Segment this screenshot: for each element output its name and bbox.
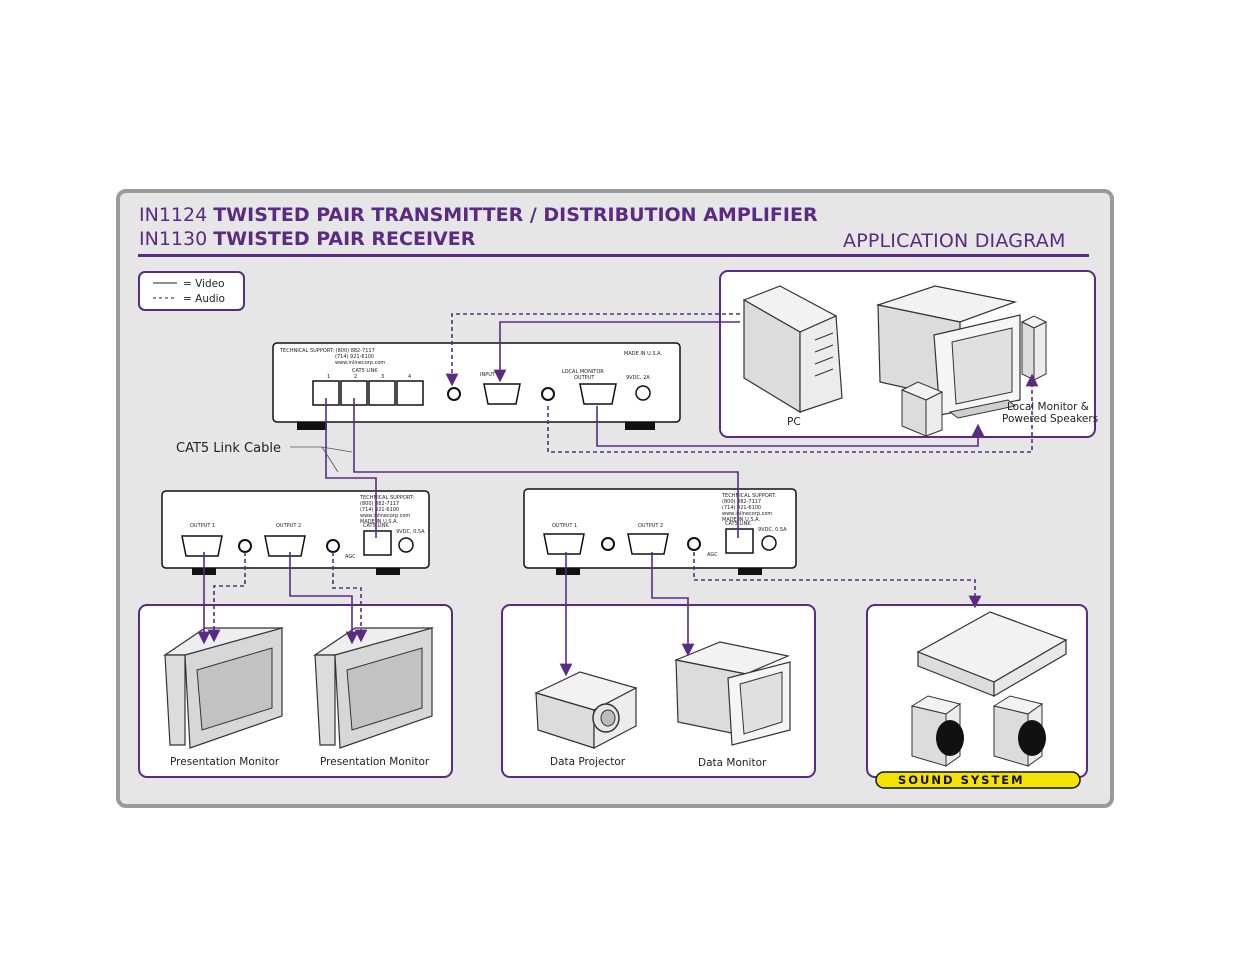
- rxb-audio-out-1[interactable]: [601, 537, 615, 551]
- local-monitor: [875, 285, 1021, 419]
- presentation-monitor-a-label: Presentation Monitor: [170, 756, 280, 768]
- rxa-audio-out-1[interactable]: [238, 539, 252, 553]
- tx-audio-out-jack[interactable]: [541, 387, 555, 401]
- rxb-support-1: TECHNICAL SUPPORT:: [721, 493, 776, 499]
- transmitter-unit: TECHNICAL SUPPORT: (800) 882-7117 (714) …: [272, 342, 681, 430]
- tx-power-label: 9VDC, 2A: [626, 375, 650, 381]
- tx-output-label: OUTPUT: [574, 375, 595, 381]
- tx-support-2: (714) 921-6100: [335, 354, 374, 360]
- tx-vga-output[interactable]: [579, 383, 617, 405]
- rxb-support-3: (714) 921-6100: [722, 505, 761, 511]
- title-line-1: IN1124 TWISTED PAIR TRANSMITTER / DISTRI…: [139, 204, 818, 226]
- tx-audio-in-jack[interactable]: [447, 387, 461, 401]
- pc-label: PC: [787, 416, 801, 428]
- sound-system-speaker-left: [910, 695, 964, 767]
- title-name-2: TWISTED PAIR RECEIVER: [213, 228, 476, 250]
- rxb-cat5-port[interactable]: [725, 528, 754, 554]
- sound-system-badge: [875, 771, 1081, 789]
- rxa-output2-label: OUTPUT 2: [276, 523, 301, 529]
- title-model-1: IN1124: [139, 204, 208, 226]
- rxb-power-label: 9VDC, 0.5A: [758, 527, 787, 533]
- rxa-audio-out-2[interactable]: [326, 539, 340, 553]
- tx-support-1: TECHNICAL SUPPORT: (800) 882-7117: [279, 348, 375, 354]
- cat5-cable-to-receiver-b: [353, 398, 739, 538]
- cat5-leader-1: [321, 446, 339, 473]
- video-rxb-out2: [651, 552, 695, 657]
- sound-system-label: SOUND SYSTEM: [898, 773, 1025, 787]
- rxb-support-2: (800) 882-7117: [722, 499, 761, 505]
- tx-power-jack[interactable]: [635, 385, 651, 401]
- tx-vga-input[interactable]: [483, 383, 521, 405]
- rxa-support-1: TECHNICAL SUPPORT:: [359, 495, 414, 501]
- data-projector-label: Data Projector: [550, 756, 626, 768]
- data-monitor-label: Data Monitor: [698, 757, 767, 769]
- presentation-monitor-a: [163, 627, 284, 749]
- data-projector: [534, 671, 638, 749]
- audio-rxa-out1: [207, 552, 246, 643]
- tx-port-3-label: 3: [381, 374, 384, 380]
- application-diagram-label: APPLICATION DIAGRAM: [843, 230, 1066, 252]
- title-model-2: IN1130: [139, 228, 208, 250]
- rxb-output2-label: OUTPUT 2: [638, 523, 663, 529]
- sound-system-amplifier: [916, 611, 1068, 698]
- title-rule: [138, 254, 1089, 257]
- tx-input-label: INPUT: [480, 372, 496, 378]
- audio-rxb-to-sound: [693, 552, 982, 609]
- title-line-2: IN1130 TWISTED PAIR RECEIVER: [139, 228, 475, 250]
- cat5-cable-to-receiver-a: [325, 398, 377, 538]
- title-name-1: TWISTED PAIR TRANSMITTER / DISTRIBUTION …: [213, 204, 818, 226]
- rxa-support-4: www.inlinecorp.com: [360, 513, 410, 519]
- audio-local-to-speakers: [547, 373, 1039, 453]
- presentation-monitor-b: [313, 627, 434, 749]
- pc-tower: [742, 285, 843, 414]
- rxb-power-jack[interactable]: [761, 535, 777, 551]
- cat5-cable-label: CAT5 Link Cable: [176, 441, 281, 456]
- tx-cat5-port-4[interactable]: [396, 380, 424, 406]
- rxa-vga-out-1[interactable]: [181, 535, 223, 557]
- legend-audio: = Audio: [183, 293, 225, 305]
- rxa-vga-out-2[interactable]: [264, 535, 306, 557]
- rxb-support-4: www.inlinecorp.com: [722, 511, 772, 517]
- rxb-output1-label: OUTPUT 1: [552, 523, 577, 529]
- tx-cat5-port-3[interactable]: [368, 380, 396, 406]
- tx-port-2-label: 2: [354, 374, 357, 380]
- rxa-power-label: 9VDC, 0.5A: [396, 529, 425, 535]
- rxa-support-5: MADE IN U.S.A.: [360, 519, 398, 525]
- tx-port-4-label: 4: [408, 374, 411, 380]
- sound-system-speaker-right: [992, 695, 1046, 767]
- tx-support-3: www.inlinecorp.com: [335, 360, 385, 366]
- tx-cat5-label: CAT5 LINK: [352, 368, 378, 374]
- legend-video: = Video: [183, 278, 225, 290]
- video-pc-to-input: [493, 321, 740, 383]
- rxb-vga-out-1[interactable]: [543, 533, 585, 555]
- legend: = Video = Audio: [138, 271, 245, 311]
- receiver-unit-b: TECHNICAL SUPPORT: (800) 882-7117 (714) …: [523, 488, 797, 575]
- rxa-power-jack[interactable]: [398, 537, 414, 553]
- rxa-support-2: (800) 882-7117: [360, 501, 399, 507]
- tx-made-in: MADE IN U.S.A.: [624, 351, 662, 357]
- rxa-support-3: (714) 921-6100: [360, 507, 399, 513]
- tx-local-monitor-label: LOCAL MONITOR: [562, 369, 604, 375]
- receiver-unit-a: TECHNICAL SUPPORT: (800) 882-7117 (714) …: [161, 490, 430, 575]
- audio-pc-to-input: [445, 313, 740, 387]
- rxb-support-5: MADE IN U.S.A.: [722, 517, 760, 523]
- rxb-audio-out-2[interactable]: [687, 537, 701, 551]
- local-monitor-label-1: Local Monitor &: [1007, 401, 1089, 413]
- presentation-monitor-b-label: Presentation Monitor: [320, 756, 430, 768]
- powered-speaker-left: [900, 381, 944, 437]
- video-local-to-monitor: [596, 406, 985, 447]
- rxb-agc-label: AGC: [707, 552, 718, 558]
- powered-speaker-right: [1020, 315, 1048, 381]
- rxa-agc-label: AGC: [345, 554, 356, 560]
- rxb-vga-out-2[interactable]: [627, 533, 669, 555]
- rxa-cat5-port[interactable]: [363, 530, 392, 556]
- rxa-output1-label: OUTPUT 1: [190, 523, 215, 529]
- tx-port-1-label: 1: [327, 374, 330, 380]
- data-monitor: [673, 641, 791, 746]
- video-rxa-out2: [289, 552, 359, 645]
- audio-rxa-out2: [332, 552, 368, 643]
- cat5-leader-2: [321, 446, 353, 453]
- local-monitor-label-2: Powered Speakers: [1002, 413, 1098, 425]
